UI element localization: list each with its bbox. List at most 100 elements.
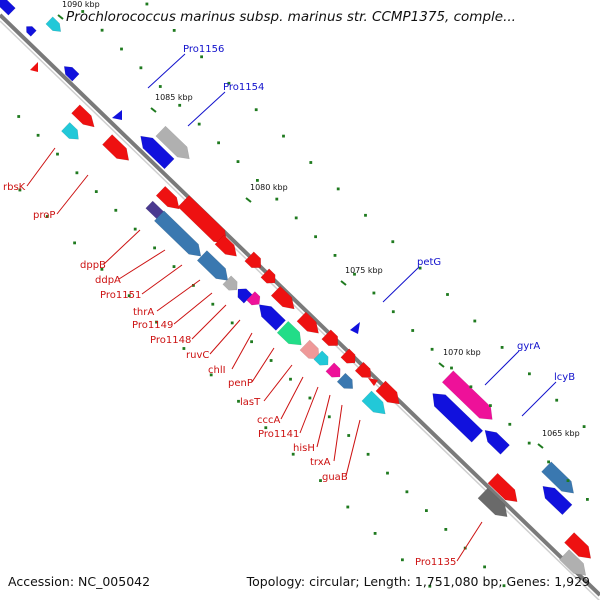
forward-gene-label[interactable]: Pro1141 (258, 429, 299, 440)
gene-arrow[interactable] (237, 288, 253, 304)
gene-arrow[interactable] (299, 339, 320, 360)
gene-arrow[interactable] (484, 429, 510, 455)
track-dot (309, 161, 313, 164)
gene-arrow[interactable] (244, 251, 262, 269)
gene-arrow[interactable] (321, 329, 339, 347)
track-dot (197, 122, 201, 126)
gene-arrow[interactable] (214, 234, 237, 257)
track-dot (319, 479, 322, 482)
forward-gene-label[interactable]: proP (33, 210, 55, 221)
track-dot (254, 108, 258, 112)
track-dot (333, 254, 337, 257)
gene-arrow[interactable] (260, 268, 276, 284)
forward-gene-label[interactable]: lasT (240, 397, 261, 408)
forward-gene-label[interactable]: chlI (208, 365, 226, 376)
forward-gene-label[interactable]: trxA (310, 457, 331, 468)
gene-arrow[interactable] (155, 185, 180, 210)
track-dot (425, 509, 428, 512)
forward-gene-label[interactable]: ddpA (95, 275, 121, 286)
gene-arrow[interactable] (45, 16, 62, 32)
gene-arrow[interactable] (542, 485, 573, 516)
gene-arrow[interactable] (361, 390, 386, 415)
gene-arrow[interactable] (477, 487, 508, 518)
gene-arrow[interactable] (258, 304, 286, 331)
track-dot (353, 272, 356, 276)
gene-arrow[interactable] (276, 320, 302, 346)
gene-arrow[interactable] (350, 322, 360, 334)
genome-summary-text: Topology: circular; Length: 1,751,080 bp… (246, 574, 590, 589)
genome-title: Prochlorococcus marinus subsp. marinus s… (66, 9, 516, 25)
gene-arrow[interactable] (296, 311, 319, 334)
forward-gene-label[interactable]: thrA (133, 307, 154, 318)
track-dot (527, 441, 531, 445)
kbp-tick-mark (245, 197, 252, 203)
track-dot (237, 399, 240, 403)
forward-gene-label[interactable]: dppB (80, 260, 106, 271)
gene-arrow[interactable] (559, 549, 587, 576)
gene-arrow[interactable] (441, 370, 493, 420)
label-leader (141, 264, 183, 295)
reverse-gene-label[interactable]: lcyB (554, 372, 575, 383)
gene-arrow[interactable] (246, 291, 261, 306)
track-dot (566, 479, 570, 482)
forward-gene-label[interactable]: ruvC (186, 350, 209, 361)
reverse-gene-label[interactable]: Pro1156 (183, 44, 224, 55)
forward-gene-label[interactable]: Pro1135 (415, 557, 456, 568)
reverse-gene-label[interactable]: Pro1154 (223, 82, 264, 93)
forward-gene-label[interactable]: rbsK (3, 182, 26, 193)
track-dot (256, 179, 259, 182)
forward-gene-label[interactable]: guaB (322, 472, 348, 483)
gene-arrow[interactable] (313, 350, 329, 366)
gene-arrow[interactable] (354, 361, 372, 378)
gene-arrow[interactable] (375, 380, 400, 405)
gene-arrow[interactable] (222, 275, 238, 291)
kbp-tick-label: 1080 kbp (250, 183, 288, 192)
track-dot (227, 81, 231, 85)
reverse-gene-label[interactable]: gyrA (517, 341, 540, 352)
gene-arrow[interactable] (71, 104, 95, 128)
label-leader (280, 376, 304, 420)
track-dot (275, 197, 279, 201)
gene-arrow[interactable] (140, 135, 175, 170)
gene-arrow[interactable] (325, 362, 341, 378)
forward-gene-label[interactable]: hisH (293, 443, 315, 454)
gene-arrow[interactable] (26, 26, 37, 37)
gene-arrow[interactable] (270, 285, 295, 310)
kbp-tick-label: 1085 kbp (155, 93, 193, 102)
gene-arrow[interactable] (61, 122, 79, 140)
forward-gene-label[interactable]: cccA (257, 415, 280, 426)
gene-arrow[interactable] (102, 134, 130, 161)
track-dot (139, 66, 143, 70)
gene-arrow[interactable] (368, 378, 378, 386)
track-dot (446, 293, 449, 296)
track-dot (327, 415, 331, 419)
forward-gene-label[interactable]: Pro1151 (100, 290, 141, 301)
gene-arrow[interactable] (432, 393, 484, 443)
kbp-tick-mark (438, 362, 445, 368)
gene-arrow[interactable] (487, 472, 518, 503)
track-dot (391, 240, 395, 244)
track-dot (192, 284, 195, 287)
track-dot (36, 133, 40, 137)
track-dot (73, 241, 76, 245)
gene-arrow[interactable] (30, 62, 38, 72)
gene-arrow[interactable] (155, 125, 190, 160)
gene-arrow[interactable] (340, 348, 356, 364)
gene-arrow[interactable] (564, 532, 592, 559)
gene-arrow[interactable] (541, 461, 575, 494)
track-dot (209, 373, 213, 377)
kbp-tick-label: 1070 kbp (443, 348, 481, 357)
label-leader (251, 347, 275, 383)
gene-arrow[interactable] (63, 66, 80, 82)
forward-gene-label[interactable]: penP (228, 378, 253, 389)
gene-arrow[interactable] (336, 372, 354, 389)
gene-arrow[interactable] (112, 110, 122, 120)
reverse-gene-label[interactable]: petG (417, 257, 441, 268)
gene-arrow[interactable] (0, 0, 16, 16)
track-dot (411, 329, 415, 332)
forward-gene-label[interactable]: Pro1149 (132, 320, 173, 331)
forward-gene-label[interactable]: Pro1148 (150, 335, 191, 346)
gene-arrow[interactable] (196, 250, 229, 281)
gene-arrow[interactable] (153, 210, 202, 257)
